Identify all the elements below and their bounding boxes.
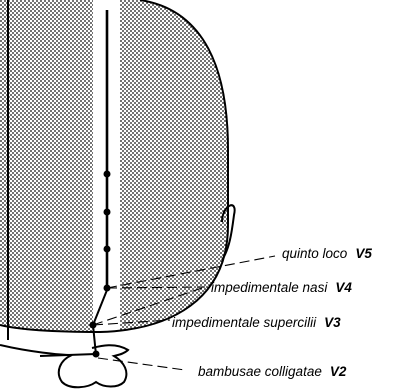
label-v5: quinto loco V5: [282, 245, 372, 262]
acupoint-dot: [104, 209, 111, 216]
leader-line-v2: [98, 358, 185, 370]
nose-outline: [0, 345, 128, 387]
acupoint-dot: [104, 171, 111, 178]
label-v2: bambusae colligatae V2: [198, 363, 347, 380]
label-v3: impedimentale supercilii V3: [172, 314, 341, 331]
acupoint-dot: [104, 246, 111, 253]
acupoint-dot-v3: [93, 351, 100, 358]
label-v4: impedimentale nasi V4: [211, 279, 352, 296]
